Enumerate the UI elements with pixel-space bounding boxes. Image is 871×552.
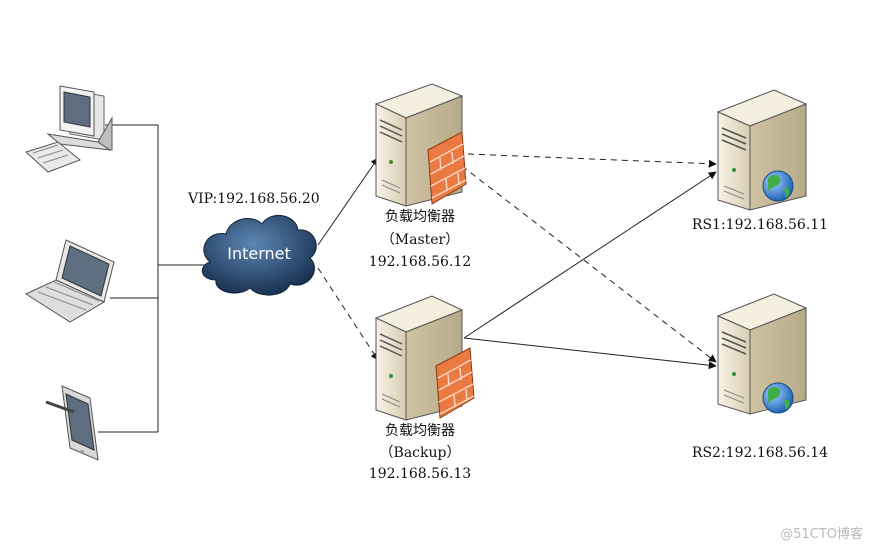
- client-links: [98, 124, 205, 433]
- backup-firewall-icon: [435, 347, 475, 419]
- laptop-icon: [24, 239, 115, 323]
- master-balancer-name: 负载均衡器: [385, 209, 455, 225]
- link-master-rs2: [461, 165, 717, 363]
- master-firewall-icon: [427, 131, 467, 205]
- master-balancer-role: （Master）: [380, 232, 460, 248]
- rs2-label: RS2:192.168.56.14: [691, 445, 829, 461]
- link-cloud-master: [317, 157, 379, 246]
- cloud-label: Internet: [227, 244, 291, 263]
- link-backup-rs2: [463, 337, 717, 370]
- master-balancer-ip: 192.168.56.12: [368, 254, 472, 270]
- backup-balancer-ip: 192.168.56.13: [368, 466, 472, 482]
- link-cloud-backup: [317, 267, 379, 361]
- link-backup-rs1: [463, 171, 717, 339]
- vip-label: VIP:192.168.56.20: [188, 191, 320, 207]
- backup-balancer-role: （Backup）: [379, 445, 461, 461]
- rs1-globe-icon: [762, 170, 794, 202]
- watermark: @51CTO博客: [780, 527, 863, 542]
- link-master-rs1: [467, 153, 717, 168]
- tablet-icon: [45, 385, 99, 461]
- rs1-label: RS1:192.168.56.11: [691, 217, 829, 233]
- rs2-server-icon: [716, 293, 808, 415]
- backup-balancer-name: 负载均衡器: [385, 423, 455, 439]
- internet-cloud-icon: Internet: [201, 215, 317, 296]
- desktop-computer-icon: [25, 85, 113, 173]
- rs1-server-icon: [716, 89, 808, 211]
- rs2-globe-icon: [762, 382, 794, 414]
